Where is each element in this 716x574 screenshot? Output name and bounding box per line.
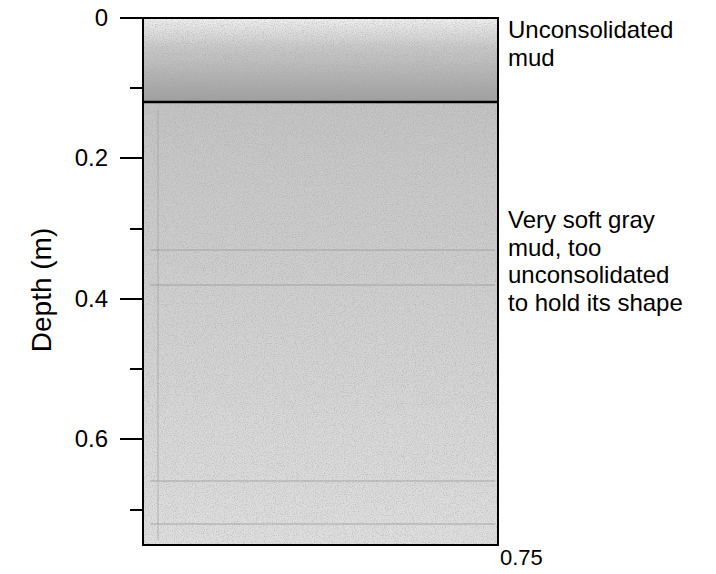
depth-tick-label: 0 [95, 6, 108, 30]
speckle [143, 18, 498, 545]
depth-tick-label: 0.6 [75, 427, 108, 451]
depth-tick-label: 0.75 [500, 547, 543, 569]
unit-description: Unconsolidated mud [508, 16, 698, 71]
depth-tick-label: 0.4 [75, 287, 108, 311]
core-outline [143, 18, 498, 545]
layer-lines [150, 250, 495, 524]
depth-ticks [120, 18, 143, 510]
depth-tick-label: 0.2 [75, 146, 108, 170]
unit-description: Very soft gray mud, too unconsolidated t… [508, 206, 688, 316]
unit-boundary [143, 101, 498, 104]
core-edge-mark [158, 110, 159, 540]
axis-title: Depth (m) [28, 228, 56, 352]
